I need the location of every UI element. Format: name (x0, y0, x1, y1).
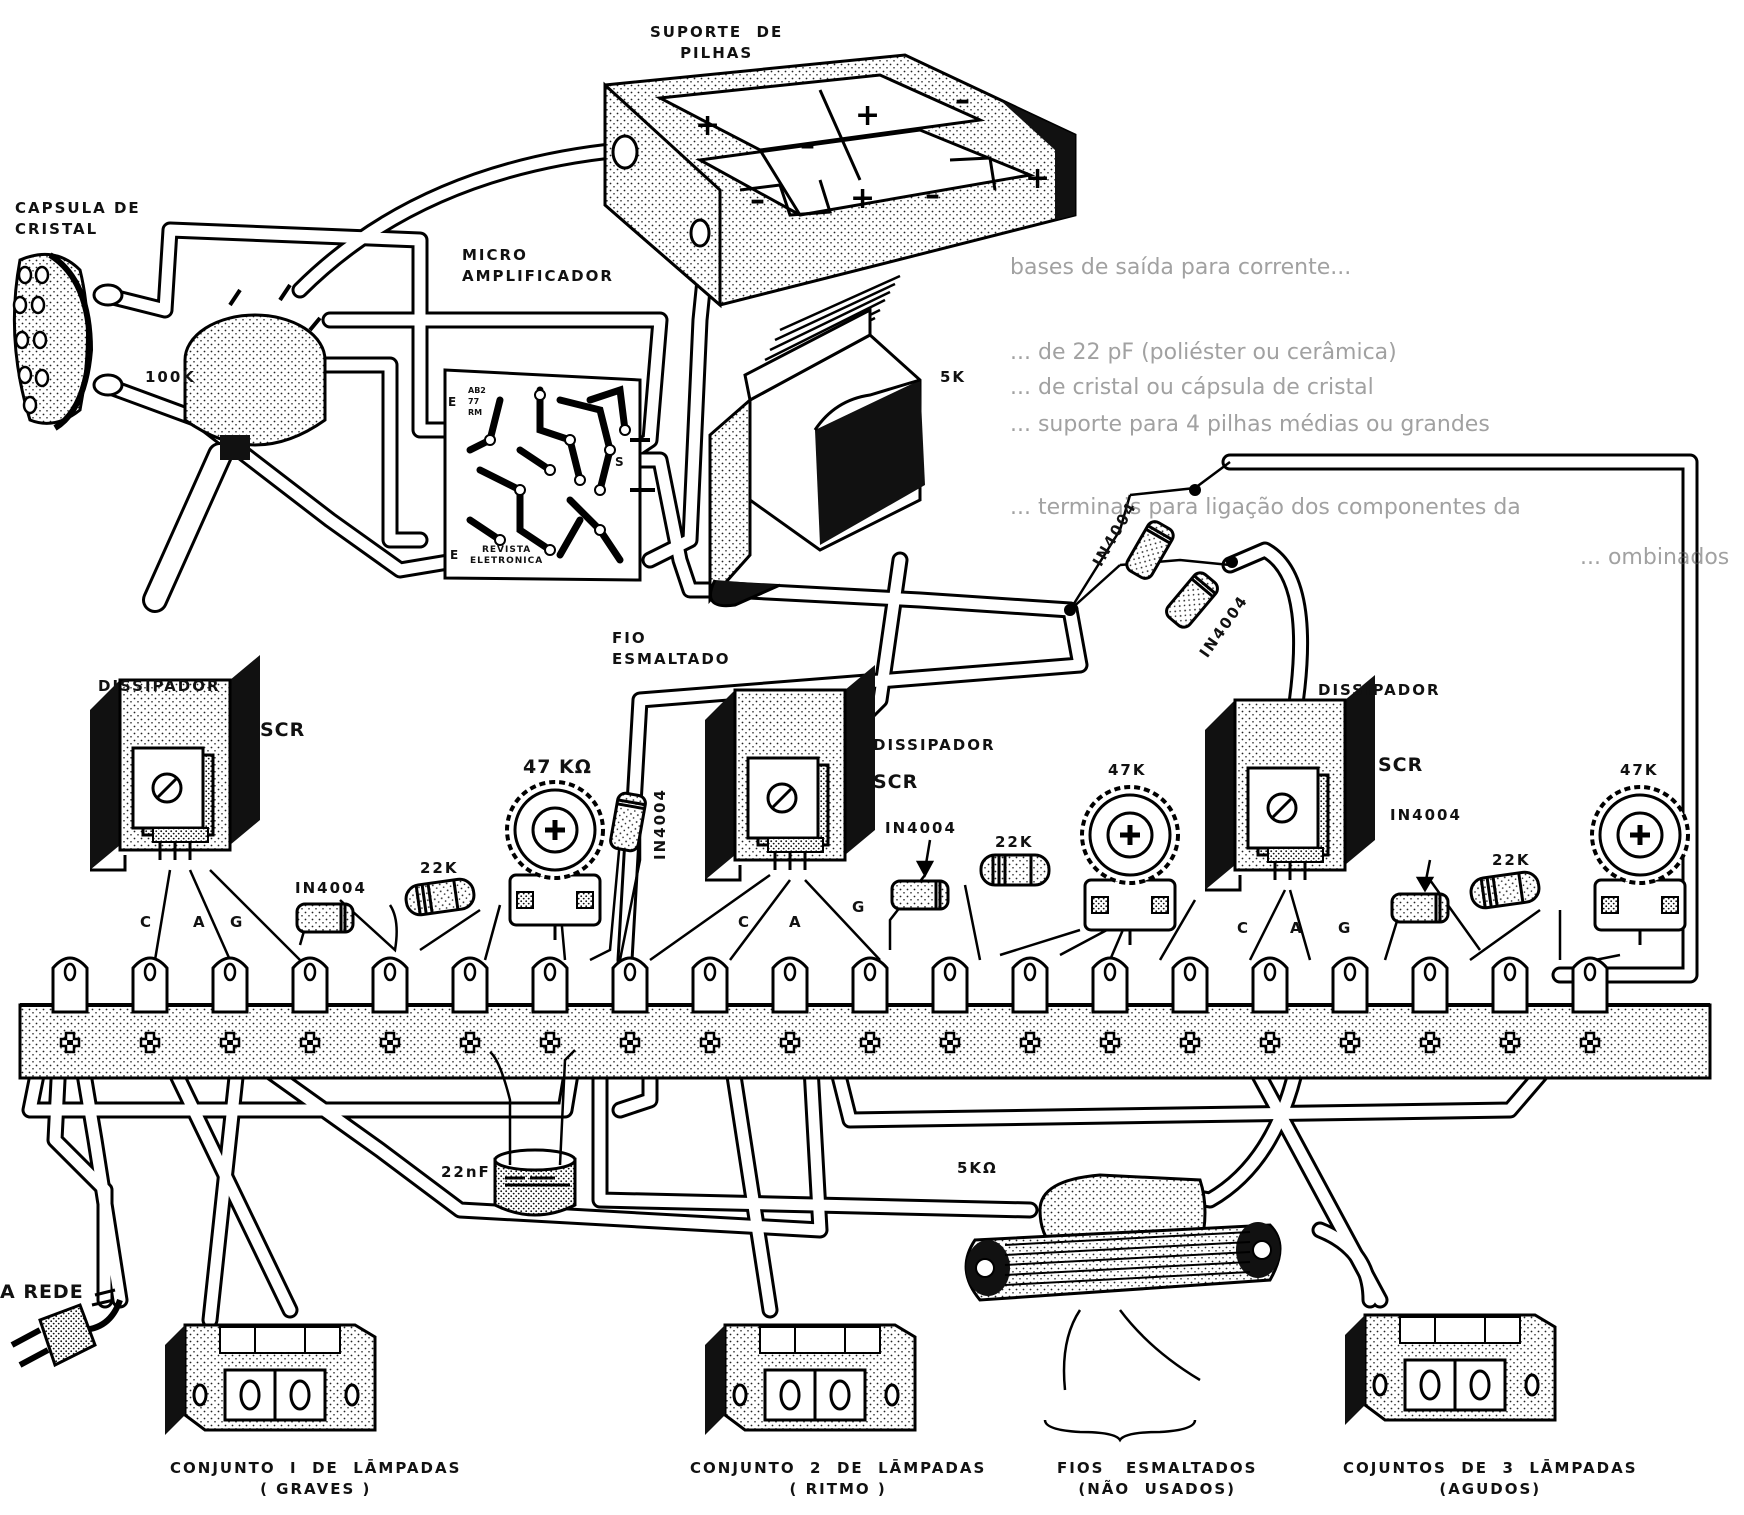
trimmer-47k-3 (1592, 787, 1688, 945)
micro-amplifier-board (443, 368, 655, 582)
arrows (915, 839, 1435, 893)
terminal-lug (1571, 956, 1609, 1014)
terminal-lug (1011, 956, 1049, 1014)
capacitor-22nf (489, 1049, 577, 1217)
terminal-lug (211, 956, 249, 1014)
resistor-22k-1 (402, 875, 478, 919)
trimmer-47k-1 (507, 782, 603, 940)
terminal-lug (771, 956, 809, 1014)
diode-2 (890, 879, 950, 911)
diode-3 (1390, 892, 1450, 924)
terminal-lug (611, 956, 649, 1014)
crystal-capsule (12, 252, 124, 431)
lamp-set-3 (1343, 1313, 1557, 1427)
svg-text:–: – (925, 178, 940, 213)
terminal-lug (1411, 956, 1449, 1014)
dissipator-scr-1 (88, 653, 262, 872)
pot-100k (142, 283, 327, 613)
terminal-lug (1251, 956, 1289, 1014)
svg-text:+: + (855, 98, 880, 133)
trimmer-47k-2 (1082, 787, 1178, 945)
svg-text:–: – (955, 83, 970, 118)
svg-text:+: + (695, 108, 720, 143)
diode-1 (295, 902, 355, 934)
terminal-lug (1171, 956, 1209, 1014)
transformer-5k-bottom (964, 1173, 1282, 1443)
svg-text:–: – (800, 128, 815, 163)
diode-top-1 (1122, 517, 1178, 583)
terminal-lug (371, 956, 409, 1014)
terminal-lug (531, 956, 569, 1014)
thin-wires (153, 460, 1621, 962)
lamp-set-2 (703, 1323, 917, 1437)
mains-plug (10, 1288, 123, 1368)
diode-top-2 (1161, 568, 1223, 632)
dissipator-scr-3 (1203, 673, 1377, 892)
terminal-lug (851, 956, 889, 1014)
wires (21, 141, 1699, 1329)
svg-text:–: – (750, 183, 765, 218)
lamp-set-1 (163, 1323, 377, 1437)
svg-text:+: + (850, 181, 875, 216)
terminal-lug (51, 956, 89, 1014)
terminal-lug (131, 956, 169, 1014)
terminal-lug (451, 956, 489, 1014)
terminal-lug (1331, 956, 1369, 1014)
terminal-lug (291, 956, 329, 1014)
battery-holder: + – + – – + – + (603, 53, 1077, 309)
terminal-lug (691, 956, 729, 1014)
terminal-lug (1091, 956, 1129, 1014)
resistor-22k-3 (1467, 868, 1543, 912)
transformer-5k-top (708, 274, 925, 608)
terminal-lug (931, 956, 969, 1014)
terminal-lug (1491, 956, 1529, 1014)
svg-text:+: + (1025, 161, 1050, 196)
resistor-22k-2 (979, 853, 1051, 887)
dissipator-scr-2 (703, 663, 877, 882)
junctions (1064, 484, 1238, 616)
